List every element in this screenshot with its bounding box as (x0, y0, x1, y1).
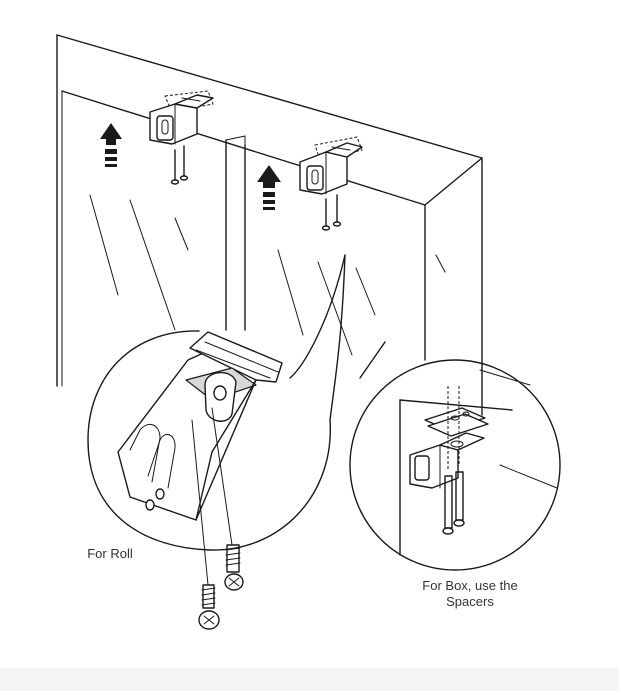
roll-callout-bubble (87, 254, 346, 551)
bracket-icon (117, 331, 283, 521)
screw-icon (211, 407, 244, 591)
bracket-icon (149, 90, 214, 145)
box-caption: For Box, use the Spacers (400, 578, 540, 610)
screw-icon (321, 194, 342, 231)
arrow-up-icon (100, 123, 122, 167)
footer-band (0, 668, 619, 691)
glass-reflections (89, 194, 446, 356)
arrow-up-icon (257, 165, 281, 210)
box-caption-line1: For Box, use the (422, 578, 518, 593)
roll-caption: For Roll (87, 546, 133, 561)
box-callout-circle (349, 341, 561, 571)
screw-icon (170, 145, 189, 185)
screw-icon (191, 419, 220, 630)
screw-icon (442, 471, 465, 535)
bracket-icon (409, 386, 489, 489)
bracket-icon (299, 136, 363, 195)
box-caption-line2: Spacers (446, 594, 494, 609)
